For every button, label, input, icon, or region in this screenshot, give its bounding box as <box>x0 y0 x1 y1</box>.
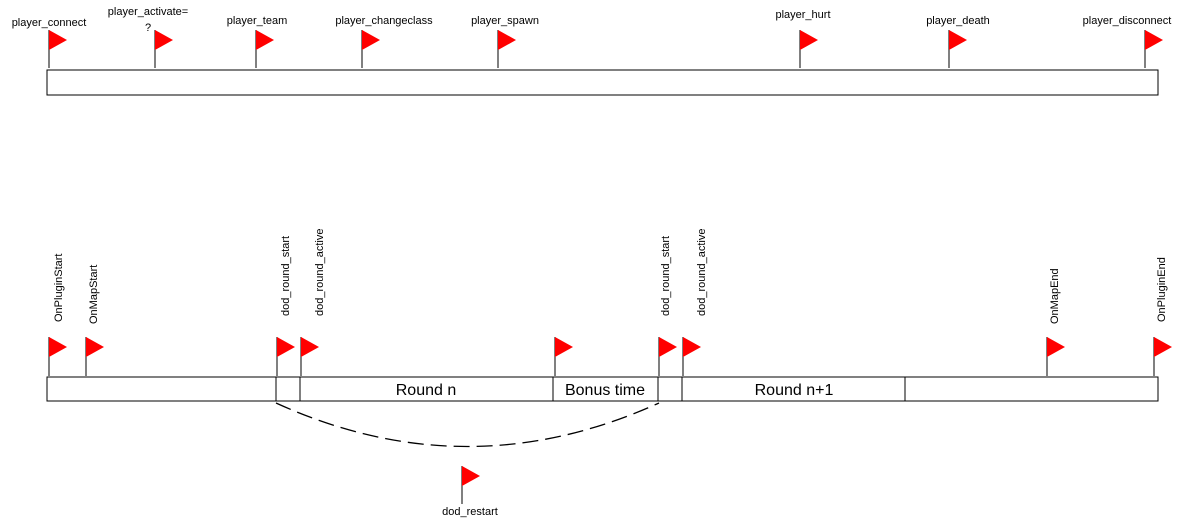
flag-icon <box>1145 30 1163 50</box>
event-label: dod_round_active <box>696 229 708 316</box>
player-timeline-bar <box>46 69 1159 96</box>
event-label: player_spawn <box>471 15 539 27</box>
event-label: player_team <box>227 15 288 27</box>
event-label: player_changeclass <box>335 15 433 27</box>
event-label: dod_round_start <box>660 236 672 316</box>
lifecycle-event-marker: OnPluginEnd <box>1153 257 1172 376</box>
segment-label-bonus-time: Bonus time <box>565 382 645 399</box>
segment-label-round-n: Round n <box>396 382 457 399</box>
lifecycle-event-marker: dod_round_active <box>682 229 708 376</box>
event-label: player_connect <box>12 17 87 29</box>
event-label: player_death <box>926 15 990 27</box>
player-event-marker: player_spawn <box>471 15 539 68</box>
flag-icon <box>49 30 67 50</box>
flag-icon <box>498 30 516 50</box>
flag-icon <box>256 30 274 50</box>
lifecycle-event-marker: OnMapEnd <box>1046 268 1065 376</box>
flag-icon <box>362 30 380 50</box>
flag-icon <box>659 337 677 357</box>
flag-icon <box>86 337 104 357</box>
segment-label-round-n1: Round n+1 <box>755 382 834 399</box>
player-event-marker: player_death <box>926 15 990 68</box>
event-label: dod_restart <box>442 506 498 518</box>
event-label: player_disconnect <box>1083 15 1172 27</box>
flag-icon <box>1154 337 1172 357</box>
flag-icon <box>1047 337 1065 357</box>
flag-icon <box>949 30 967 50</box>
restart-arc <box>275 402 660 448</box>
flag-icon <box>301 337 319 357</box>
flag-icon <box>155 30 173 50</box>
flag-icon <box>49 337 67 357</box>
player-event-marker: player_connect <box>12 17 87 68</box>
event-label: OnPluginEnd <box>1156 257 1168 322</box>
event-label: dod_round_start <box>280 236 292 316</box>
event-label: player_activate= <box>108 6 188 18</box>
round-timeline-bar <box>46 376 1159 402</box>
flag-icon <box>800 30 818 50</box>
player-event-marker: player_hurt <box>775 9 831 68</box>
flag-icon <box>462 466 480 486</box>
flag-icon <box>555 337 573 357</box>
restart-event-marker: dod_restart <box>442 466 498 518</box>
event-label: OnPluginStart <box>53 254 65 322</box>
player-event-marker: player_changeclass <box>335 15 433 68</box>
event-label-line2: ? <box>145 22 151 34</box>
lifecycle-event-marker: OnMapStart <box>85 265 104 376</box>
lifecycle-event-marker <box>554 337 573 376</box>
event-label: OnMapStart <box>88 265 100 324</box>
player-event-marker: player_team <box>227 15 288 68</box>
lifecycle-event-marker: dod_round_start <box>658 236 677 376</box>
event-label: dod_round_active <box>314 229 326 316</box>
player-event-marker: player_activate= ? <box>108 6 188 68</box>
player-event-marker: player_disconnect <box>1083 15 1172 68</box>
flag-icon <box>277 337 295 357</box>
lifecycle-event-marker: OnPluginStart <box>48 254 67 376</box>
event-label: player_hurt <box>775 9 830 21</box>
lifecycle-event-marker: dod_round_active <box>300 229 326 376</box>
event-label: OnMapEnd <box>1049 268 1061 324</box>
lifecycle-event-marker: dod_round_start <box>276 236 295 376</box>
flag-icon <box>683 337 701 357</box>
